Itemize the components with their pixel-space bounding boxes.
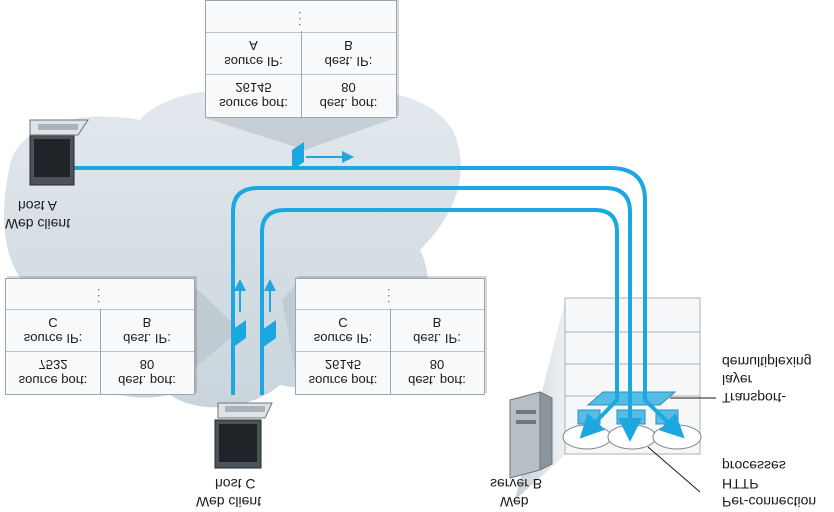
computer-icon xyxy=(29,119,89,186)
computer-icon xyxy=(214,402,273,469)
segment-in-flight-icon xyxy=(292,142,304,170)
connection-host-a xyxy=(70,166,685,439)
segment-in-flight-icon xyxy=(262,320,276,348)
segment-pointer-shadow xyxy=(282,285,295,370)
connection-host-c-2 xyxy=(260,208,619,439)
server-icon xyxy=(509,391,553,479)
segment-in-flight-icon xyxy=(232,320,246,348)
label-pointer xyxy=(647,446,701,493)
segment-pointer-shadow xyxy=(205,118,395,150)
segment-pointer-shadow xyxy=(193,285,240,368)
connection-host-c-1 xyxy=(231,186,642,442)
